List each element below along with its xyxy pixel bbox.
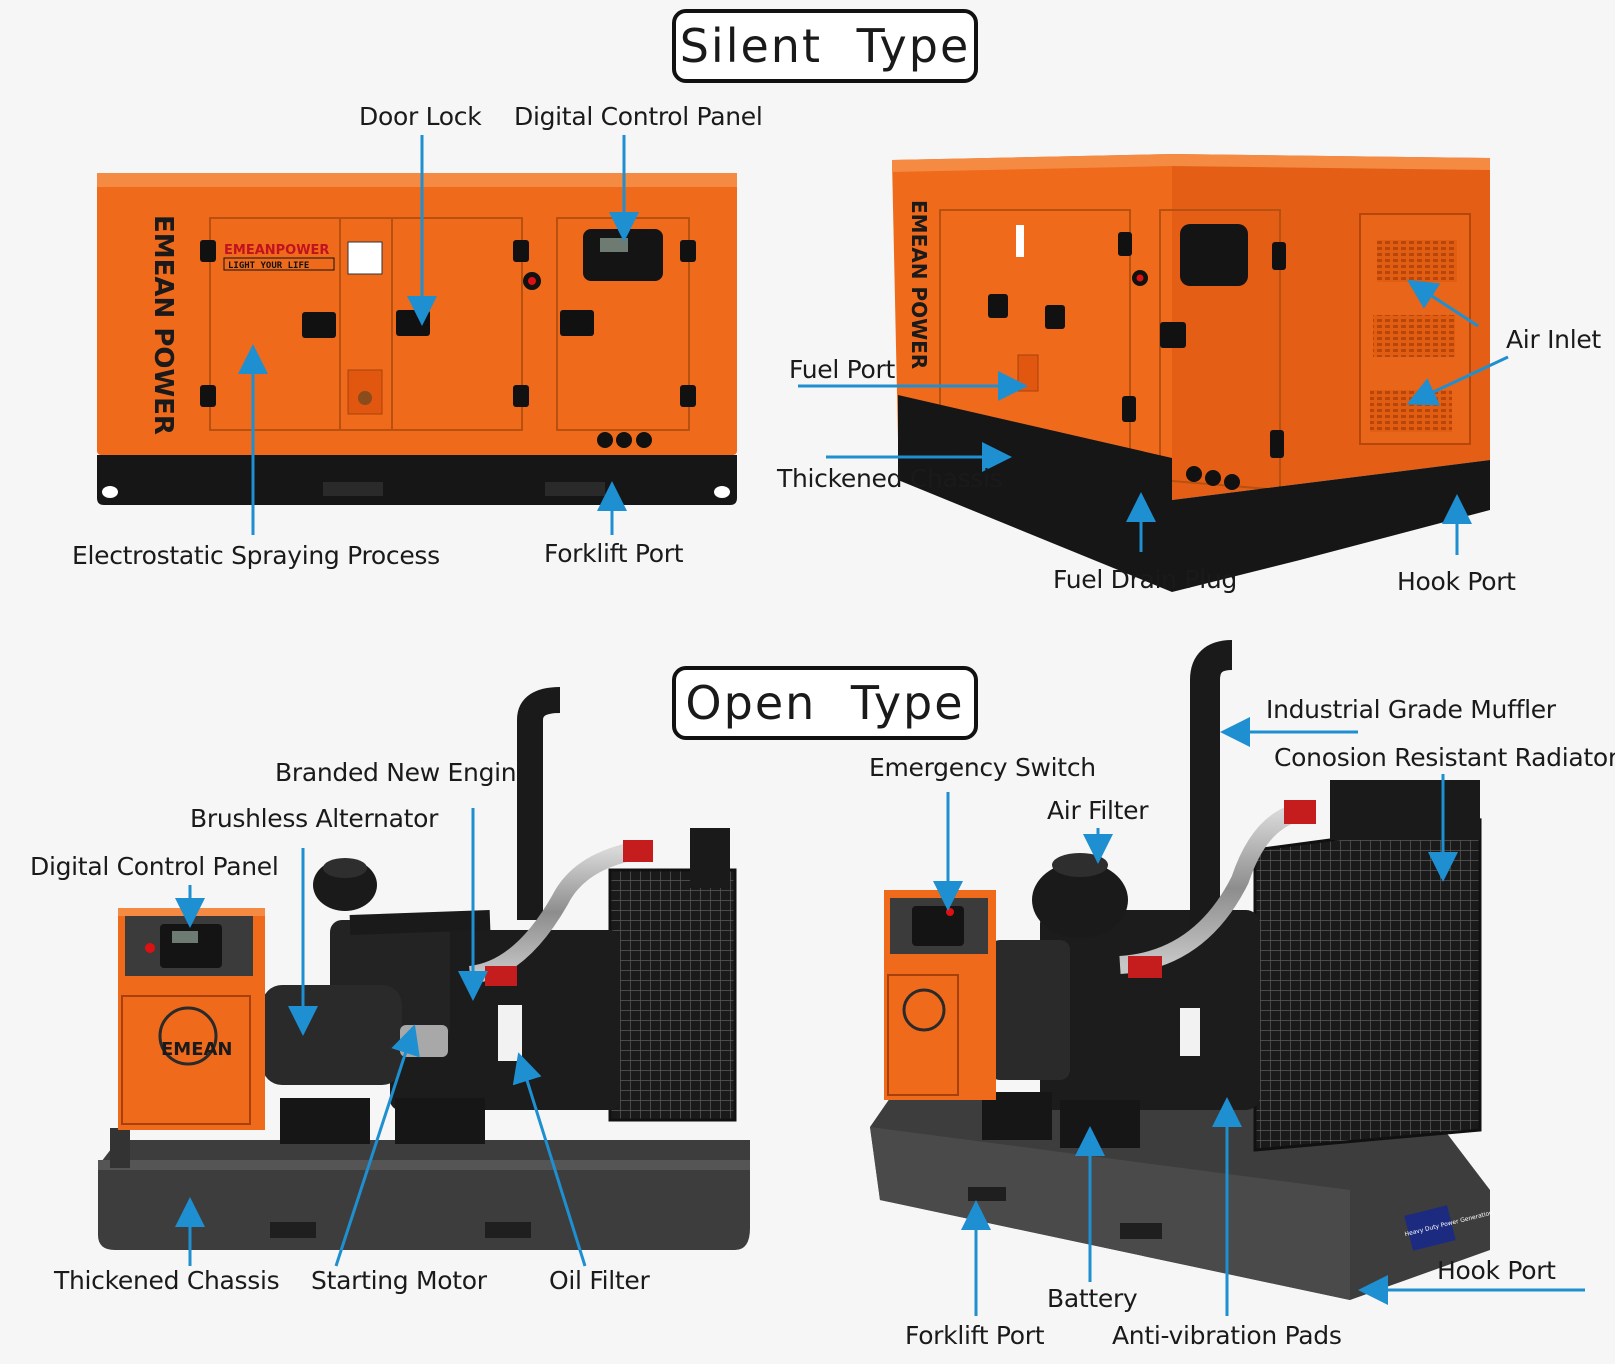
label-air-inlet: Air Inlet <box>1506 325 1601 354</box>
label-corrosion-resistant-radiator: Conosion Resistant Radiator <box>1274 743 1615 772</box>
control-panel-window <box>583 229 663 281</box>
open-type-title: Open Type <box>672 666 978 740</box>
label-thickened-chassis-silent: Thickened Chassis <box>777 464 1003 493</box>
label-battery: Battery <box>1047 1284 1138 1313</box>
silent-generator-front: EMEAN POWER EMEANPOWER LIGHT YOUR LIFE <box>97 173 737 505</box>
silent-type-title: Silent Type <box>672 9 978 83</box>
open-generator-left: EMEAN <box>98 687 750 1250</box>
vertical-logo: EMEAN POWER <box>148 215 178 435</box>
vertical-logo-2: EMEAN POWER <box>907 200 931 369</box>
silent-generator-perspective: EMEAN POWER <box>892 154 1490 592</box>
label-thickened-chassis-open: Thickened Chassis <box>54 1266 280 1295</box>
label-electrostatic-spraying: Electrostatic Spraying Process <box>72 541 440 570</box>
label-emergency-switch: Emergency Switch <box>869 753 1096 782</box>
open-generator-right: Heavy Duty Power Generation <box>870 640 1494 1300</box>
label-branded-new-engine: Branded New Engine <box>275 758 532 787</box>
label-anti-vibration-pads: Anti-vibration Pads <box>1112 1321 1342 1350</box>
label-hook-port-open: Hook Port <box>1437 1256 1556 1285</box>
label-air-filter: Air Filter <box>1047 796 1149 825</box>
label-brushless-alternator: Brushless Alternator <box>190 804 439 833</box>
label-digital-control-panel-silent: Digital Control Panel <box>514 102 763 131</box>
door-lock-handle <box>396 310 430 336</box>
label-industrial-grade-muffler: Industrial Grade Muffler <box>1266 695 1556 724</box>
label-oil-filter: Oil Filter <box>549 1266 650 1295</box>
label-hook-port-silent: Hook Port <box>1397 567 1516 596</box>
label-digital-control-panel-open: Digital Control Panel <box>30 852 279 881</box>
panel-slogan: LIGHT YOUR LIFE <box>228 261 309 271</box>
label-forklift-port-open: Forklift Port <box>905 1321 1045 1350</box>
badge-logo: EMEAN <box>161 1039 233 1060</box>
label-door-lock: Door Lock <box>359 102 482 131</box>
label-fuel-port: Fuel Port <box>789 355 895 384</box>
label-forklift-port-silent: Forklift Port <box>544 539 684 568</box>
callout-lines <box>175 135 1585 1316</box>
panel-logo: EMEANPOWER <box>224 243 329 258</box>
label-fuel-drain-plug: Fuel Drain Plug <box>1053 565 1237 594</box>
label-starting-motor: Starting Motor <box>311 1266 487 1295</box>
